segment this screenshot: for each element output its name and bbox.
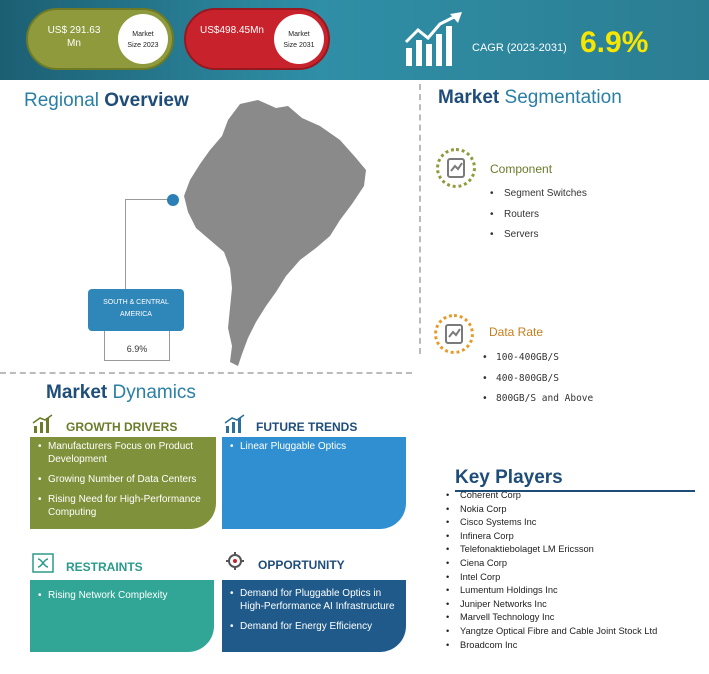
dynamics-title-light: Dynamics xyxy=(112,382,196,403)
key-players-title: Key Players xyxy=(455,467,563,488)
growth-drivers-heading: GROWTH DRIVERS xyxy=(66,420,178,434)
header-banner: US$ 291.63 Mn Market Size 2023 US$498.45… xyxy=(0,0,709,80)
market-size-2031-pill: US$498.45Mn Market Size 2031 xyxy=(184,8,330,70)
data-rate-heading: Data Rate xyxy=(489,325,544,339)
component-list: Segment Switches Routers Servers xyxy=(490,184,587,246)
list-item: 800GB/S and Above xyxy=(482,389,593,410)
list-item: Servers xyxy=(490,225,587,246)
market-segmentation-title: Market Segmentation xyxy=(438,87,622,109)
market-size-2031-value: US$498.45Mn xyxy=(200,25,264,36)
data-rate-list: 100-400GB/S 400-800GB/S 800GB/S and Abov… xyxy=(482,348,593,410)
future-trends-icon xyxy=(224,414,245,433)
regional-overview-title: Regional Overview xyxy=(24,90,189,112)
growth-drivers-card: Manufacturers Focus on Product Developme… xyxy=(30,437,216,529)
horizontal-divider xyxy=(0,372,412,374)
market-size-2023-label: Market Size 2023 xyxy=(127,31,159,49)
segmentation-title-light: Segmentation xyxy=(504,87,622,108)
regional-title-light: Regional xyxy=(24,90,99,111)
region-callout-marker xyxy=(167,194,179,206)
vertical-divider xyxy=(419,84,421,354)
dynamics-title-bold: Market xyxy=(46,382,108,403)
list-item: Marvell Technology Inc xyxy=(446,611,708,625)
list-item: Demand for Energy Efficiency xyxy=(228,620,400,633)
regional-title-bold: Overview xyxy=(104,90,189,111)
cagr-label: CAGR (2023-2031) xyxy=(472,42,567,54)
opportunity-card: Demand for Pluggable Optics in High-Perf… xyxy=(222,580,406,652)
market-size-2023-pill: US$ 291.63 Mn Market Size 2023 xyxy=(26,8,174,70)
market-size-2023-value: US$ 291.63 Mn xyxy=(47,25,101,49)
restraints-icon xyxy=(32,553,54,573)
list-item: Linear Pluggable Optics xyxy=(228,440,400,453)
restraints-heading: RESTRAINTS xyxy=(66,560,143,574)
opportunity-heading: OPPORTUNITY xyxy=(258,558,345,572)
list-item: Manufacturers Focus on Product Developme… xyxy=(36,440,210,466)
market-size-2031-label: Market Size 2031 xyxy=(283,31,315,49)
list-item: Rising Need for High-Performance Computi… xyxy=(36,493,210,519)
component-heading: Component xyxy=(490,162,553,176)
list-item: Lumentum Holdings Inc xyxy=(446,584,708,598)
component-icon xyxy=(436,148,476,188)
list-item: Broadcom Inc xyxy=(446,639,708,653)
restraints-card: Rising Network Complexity xyxy=(30,580,214,652)
region-cagr-value: 6.9% xyxy=(104,331,170,361)
future-trends-heading: FUTURE TRENDS xyxy=(256,420,358,434)
region-callout-line xyxy=(125,199,173,297)
list-item: 400-800GB/S xyxy=(482,369,593,390)
list-item: Intel Corp xyxy=(446,571,708,585)
market-dynamics-title: Market Dynamics xyxy=(46,382,196,404)
list-item: Routers xyxy=(490,205,587,226)
list-item: Growing Number of Data Centers xyxy=(36,473,210,486)
south-america-map xyxy=(184,100,366,366)
list-item: Yangtze Optical Fibre and Cable Joint St… xyxy=(446,625,708,639)
market-size-2031-badge: Market Size 2031 xyxy=(274,14,324,64)
list-item: Juniper Networks Inc xyxy=(446,598,708,612)
region-name-box: SOUTH & CENTRAL AMERICA xyxy=(88,289,184,331)
list-item: 100-400GB/S xyxy=(482,348,593,369)
list-item: Ciena Corp xyxy=(446,557,708,571)
list-item: Cisco Systems Inc xyxy=(446,516,708,530)
opportunity-icon xyxy=(226,552,244,570)
list-item: Nokia Corp xyxy=(446,503,708,517)
cagr-value: 6.9% xyxy=(580,26,649,59)
list-item: Coherent Corp xyxy=(446,489,708,503)
market-size-2023-badge: Market Size 2023 xyxy=(118,14,168,64)
data-rate-icon xyxy=(434,314,474,354)
key-players-list: Coherent Corp Nokia Corp Cisco Systems I… xyxy=(446,489,708,652)
list-item: Rising Network Complexity xyxy=(36,589,208,602)
list-item: Infinera Corp xyxy=(446,530,708,544)
list-item: Segment Switches xyxy=(490,184,587,205)
growth-drivers-icon xyxy=(32,414,53,433)
list-item: Demand for Pluggable Optics in High-Perf… xyxy=(228,587,400,613)
list-item: Telefonaktiebolaget LM Ericsson xyxy=(446,543,708,557)
segmentation-title-bold: Market xyxy=(438,87,500,108)
future-trends-card: Linear Pluggable Optics xyxy=(222,437,406,529)
growth-chart-icon xyxy=(404,12,462,66)
